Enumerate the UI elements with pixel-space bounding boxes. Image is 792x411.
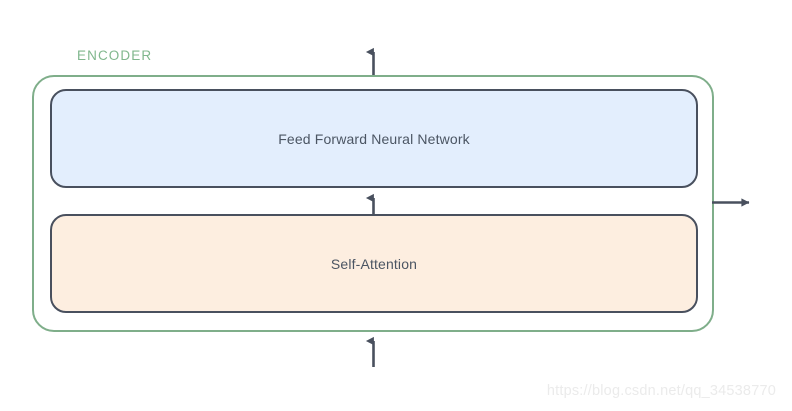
- block-feed-forward-neural-network: Feed Forward Neural Network: [50, 89, 698, 188]
- encoder-label: ENCODER: [77, 48, 153, 63]
- block-self-attention: Self-Attention: [50, 214, 698, 313]
- block-label-self-attention: Self-Attention: [330, 255, 418, 272]
- watermark-text: https://blog.csdn.net/qq_34538770: [546, 383, 776, 399]
- block-label-feed-forward-neural-network: Feed Forward Neural Network: [278, 130, 470, 147]
